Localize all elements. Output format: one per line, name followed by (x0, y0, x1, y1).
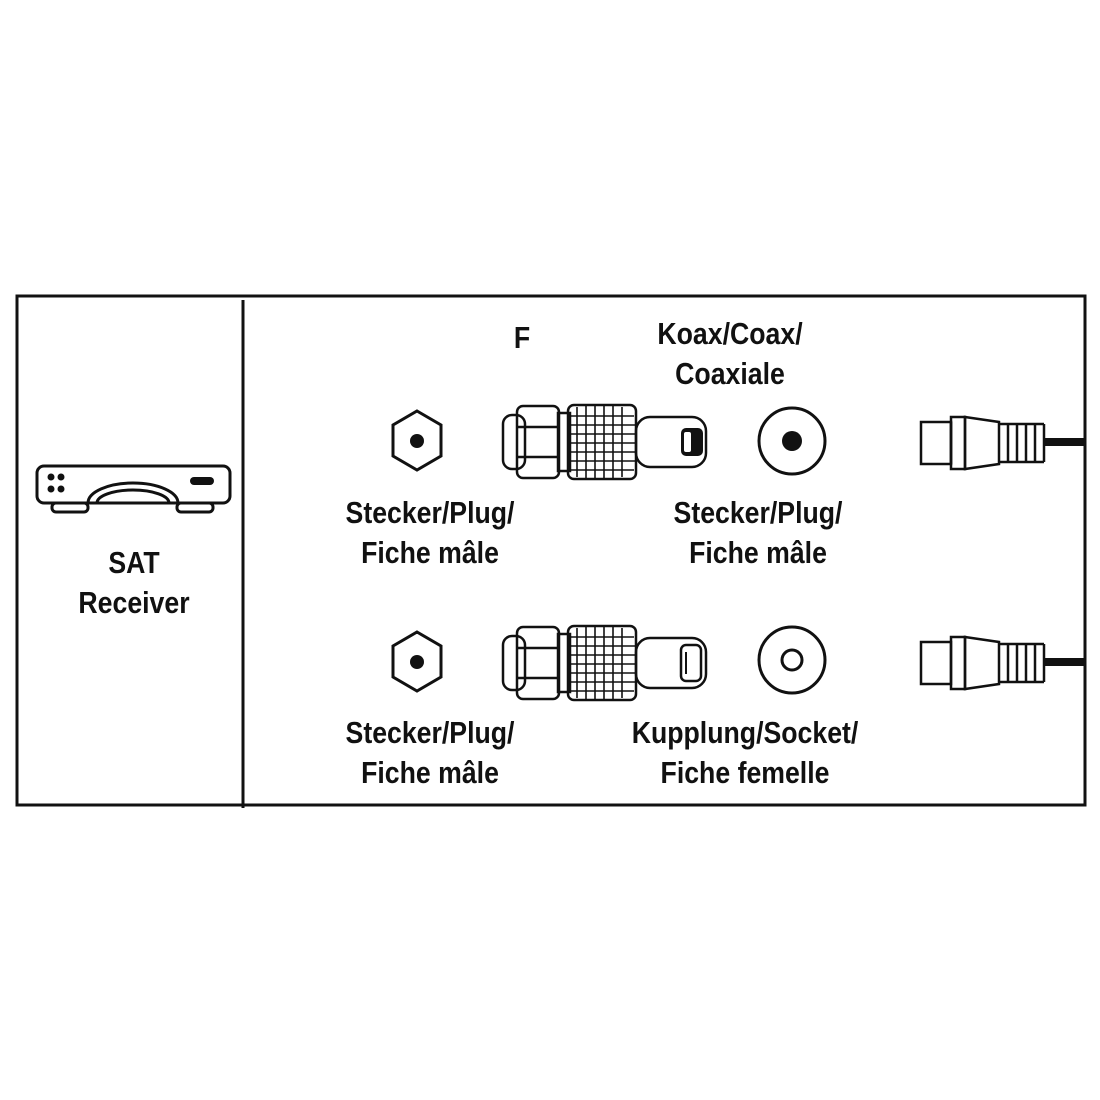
coax-plug-side-icon-row1 (919, 415, 1084, 471)
f-plug-symbol-row1 (391, 409, 443, 472)
device-label-line2: Receiver (78, 585, 190, 620)
row2-right-label: Kupplung/Socket/ Fiche femelle (631, 715, 859, 790)
coax-label-line2: Coaxiale (675, 356, 785, 391)
coax-plug-symbol-row1 (757, 406, 827, 476)
row1-right-label: Stecker/Plug/ Fiche mâle (673, 495, 843, 570)
sat-receiver-icon (35, 464, 232, 514)
adapter-f-to-coax-socket-icon (501, 624, 708, 702)
row1-left-label: Stecker/Plug/ Fiche mâle (345, 495, 515, 570)
device-label: SAT Receiver (74, 543, 194, 623)
f-plug-symbol-row2 (391, 630, 443, 693)
coax-label-line1: Koax/Coax/ (657, 316, 803, 351)
coax-connector-label: Koax/Coax/ Coaxiale (627, 314, 833, 394)
f-connector-label: F (513, 320, 531, 355)
row2-left-label: Stecker/Plug/ Fiche mâle (345, 715, 515, 790)
coax-socket-symbol-row2 (757, 625, 827, 695)
diagram-frame (15, 294, 1087, 807)
adapter-f-to-coax-plug-icon (501, 403, 708, 481)
device-label-line1: SAT (108, 545, 160, 580)
coax-plug-side-icon-row2 (919, 635, 1084, 691)
